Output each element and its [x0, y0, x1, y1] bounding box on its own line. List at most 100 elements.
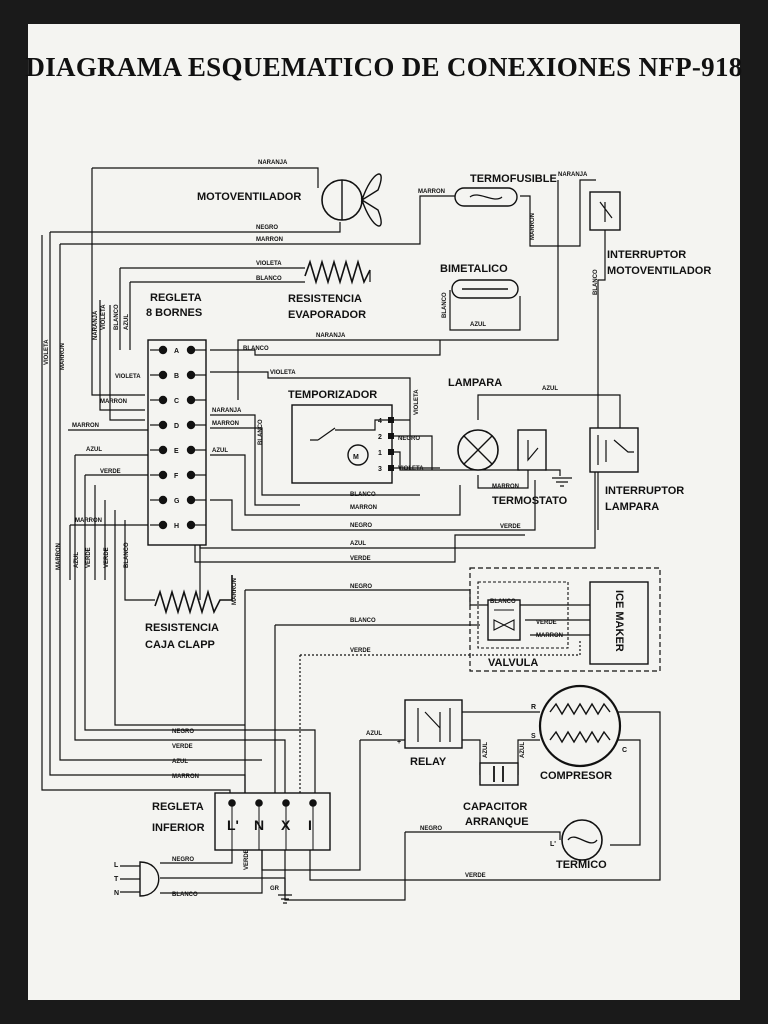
compresor-motor	[538, 684, 622, 768]
regleta-inferior-terminal: I	[308, 817, 312, 833]
compresor-terminal-r: R	[531, 704, 536, 711]
wire-label-blanco: BLANCO	[243, 346, 269, 352]
relay-terminal-plus: +	[397, 739, 401, 746]
wires-layer	[41, 167, 661, 901]
label-lampara: LAMPARA	[448, 377, 502, 389]
wire-label-violeta: VIOLETA	[44, 339, 50, 365]
wire-label-verde: VERDE	[350, 556, 371, 562]
wire-label-blanco: BLANCO	[114, 304, 120, 330]
regleta-inferior-terminals: L' N X I	[227, 799, 317, 850]
timer-terminal-pin	[388, 465, 394, 471]
label-interruptor-lampara-2: LAMPARA	[605, 501, 659, 513]
regleta-letter: D	[174, 423, 179, 430]
label-termostato: TERMOSTATO	[492, 495, 568, 507]
regleta-inferior-pin	[255, 799, 263, 807]
plug-pin-t: T	[114, 876, 119, 883]
wire-label-azul: AZUL	[350, 541, 366, 547]
wire-label-violeta: VIOLETA	[256, 261, 282, 267]
regleta-inferior-terminal: L'	[227, 817, 239, 833]
wire-label-blanco: BLANCO	[172, 892, 198, 898]
wire-label-verde: VERDE	[100, 469, 121, 475]
wire-label-blanco: BLANCO	[124, 542, 130, 568]
wire-label-violeta: VIOLETA	[398, 466, 424, 472]
label-interruptor-lampara-1: INTERRUPTOR	[605, 485, 684, 497]
label-resistencia-clapp-1: RESISTENCIA	[145, 622, 219, 634]
wire-label-blanco: BLANCO	[258, 419, 264, 445]
resistencia-caja-clapp-heater	[154, 575, 233, 615]
label-interruptor-motoventilador-2: MOTOVENTILADOR	[607, 265, 711, 277]
timer-terminal-label: 2	[378, 434, 382, 441]
wire-label-azul: AZUL	[483, 742, 489, 758]
wire-label-negro: NEGRO	[350, 584, 372, 590]
wire-label-marron: MARRON	[172, 774, 199, 780]
valvula-solenoid	[487, 599, 521, 641]
wire-label-marron: MARRON	[100, 399, 127, 405]
label-compresor: COMPRESOR	[540, 770, 612, 782]
wire-label-verde: VERDE	[172, 744, 193, 750]
timer-motor-letter: M	[353, 454, 359, 461]
regleta-row-a: A	[150, 345, 206, 355]
regleta-inferior-terminal: X	[281, 817, 291, 833]
regleta-row-f: F	[150, 470, 206, 480]
ice-maker-box	[589, 581, 649, 665]
label-capacitor-1: CAPACITOR	[463, 801, 527, 813]
regleta-row-b: B	[150, 370, 206, 380]
label-relay: RELAY	[410, 756, 447, 768]
wire-label-blanco: BLANCO	[442, 292, 448, 318]
label-temporizador: TEMPORIZADOR	[288, 389, 377, 401]
wire-naranja-top	[92, 167, 319, 188]
wire-label-violeta: VIOLETA	[115, 374, 141, 380]
wire-label-blanco: BLANCO	[490, 599, 516, 605]
wire-label-verde: VERDE	[350, 648, 371, 654]
wire-label-naranja: NARANJA	[212, 408, 242, 414]
wire-label-negro: NEGRO	[172, 857, 194, 863]
label-resistencia-evaporador-2: EVAPORADOR	[288, 309, 366, 321]
wire-label-azul: AZUL	[86, 447, 102, 453]
label-valvula: VALVULA	[488, 657, 538, 669]
motoventilador-fan	[321, 173, 382, 227]
wire-label-violeta: VIOLETA	[270, 370, 296, 376]
wire-label-negro: NEGRO	[398, 436, 420, 442]
regleta-row-d: D	[150, 420, 206, 430]
wire-label-verde: VERDE	[500, 524, 521, 530]
ground-icon	[552, 477, 572, 487]
regleta-letter: F	[174, 473, 179, 480]
regleta-row-h: H	[150, 520, 206, 530]
wire-label-marron: MARRON	[232, 578, 238, 605]
label-interruptor-motoventilador-1: INTERRUPTOR	[607, 249, 686, 261]
wire-label-negro: NEGRO	[256, 225, 278, 231]
regleta-letter: E	[174, 448, 179, 455]
wire-label-verde: VERDE	[86, 547, 92, 568]
interruptor-lampara-switch	[589, 427, 639, 473]
termostato-switch	[517, 429, 547, 471]
label-resistencia-clapp-2: CAJA CLAPP	[145, 639, 215, 651]
wire-label-marron: MARRON	[72, 423, 99, 429]
wire-label-azul: AZUL	[520, 742, 526, 758]
wire-label-negro: NEGRO	[172, 729, 194, 735]
timer-terminal-pin	[388, 417, 394, 423]
regleta-inferior-terminal: N	[254, 817, 264, 833]
wire-label-azul: AZUL	[212, 448, 228, 454]
timer-terminal-pin	[388, 449, 394, 455]
label-regleta: REGLETA	[150, 292, 202, 304]
label-bimetalico: BIMETALICO	[440, 263, 508, 275]
wire-label-verde: VERDE	[244, 849, 250, 870]
label-resistencia-evaporador-1: RESISTENCIA	[288, 293, 362, 305]
ice-maker-group-box	[469, 567, 661, 672]
wire-label-blanco: BLANCO	[256, 276, 282, 282]
wire-label-azul: AZUL	[542, 386, 558, 392]
timer-terminal-label: 3	[378, 466, 382, 473]
regleta-letter: B	[174, 373, 179, 380]
wire-label-verde: VERDE	[465, 873, 486, 879]
wire-label-negro: NEGRO	[350, 523, 372, 529]
regleta-letter: G	[174, 498, 180, 505]
wire-label-blanco: BLANCO	[593, 269, 599, 295]
termico-terminal: L'	[550, 841, 556, 848]
label-regleta-bornes: 8 BORNES	[146, 307, 202, 319]
regleta-inferior-pin	[282, 799, 290, 807]
wire-negro-fan	[50, 222, 341, 233]
power-plug-icon	[139, 861, 160, 897]
label-ice-maker: ICE MAKER	[613, 590, 625, 652]
